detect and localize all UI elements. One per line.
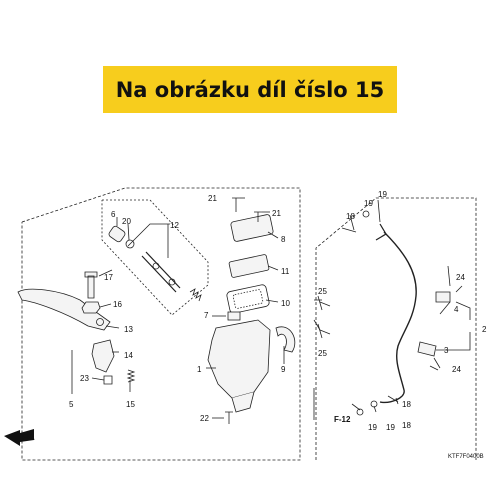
washer-c bbox=[356, 408, 364, 416]
callout-2: 2 bbox=[482, 325, 487, 334]
callout-19a: 19 bbox=[364, 199, 373, 208]
callout-12: 12 bbox=[170, 221, 179, 230]
callout-21b: 21 bbox=[272, 209, 281, 218]
diaphragm bbox=[226, 284, 270, 314]
callout-17: 17 bbox=[104, 273, 113, 282]
piston bbox=[141, 251, 181, 293]
figure-code: KTF7F0400B bbox=[448, 454, 484, 460]
callout-15: 15 bbox=[126, 400, 135, 409]
callout-1: 1 bbox=[197, 365, 202, 374]
oil-bolt-b bbox=[387, 395, 399, 403]
bolt-25b bbox=[317, 323, 331, 339]
reference-code: F-12 bbox=[334, 415, 351, 424]
circlip bbox=[125, 239, 135, 249]
callout-16: 16 bbox=[113, 300, 122, 309]
bolt-24a bbox=[455, 285, 463, 293]
callout-4: 4 bbox=[454, 305, 459, 314]
left-assembly-frame bbox=[21, 187, 301, 461]
hose-clamp bbox=[417, 341, 437, 357]
right-assembly-frame bbox=[315, 197, 477, 460]
piston-kit-frame bbox=[101, 199, 209, 316]
bolt-25a bbox=[317, 295, 331, 311]
callout-25a: 25 bbox=[318, 287, 327, 296]
mirror-bracket bbox=[275, 326, 296, 353]
piston-boot bbox=[108, 225, 126, 243]
lever-nut bbox=[81, 301, 101, 314]
callout-3: 3 bbox=[444, 346, 449, 355]
brake-switch bbox=[227, 311, 241, 321]
callout-9: 9 bbox=[281, 365, 286, 374]
callout-20: 20 bbox=[122, 217, 131, 226]
callout-14: 14 bbox=[124, 351, 133, 360]
callout-21a: 21 bbox=[208, 194, 217, 203]
callout-25b: 25 bbox=[318, 349, 327, 358]
callout-23: 23 bbox=[80, 374, 89, 383]
callout-11: 11 bbox=[281, 267, 290, 276]
callout-18b: 18 bbox=[402, 400, 411, 409]
callout-19d: 19 bbox=[368, 423, 377, 432]
callout-22: 22 bbox=[200, 414, 209, 423]
screw-22 bbox=[225, 411, 233, 424]
bolt-23 bbox=[103, 375, 113, 385]
reservoir-cap bbox=[230, 214, 274, 242]
callout-6: 6 bbox=[111, 210, 116, 219]
cap-screw-b bbox=[254, 211, 262, 222]
callout-19c: 19 bbox=[386, 423, 395, 432]
callout-24a: 24 bbox=[456, 273, 465, 282]
callout-5: 5 bbox=[69, 400, 74, 409]
callout-7: 7 bbox=[204, 311, 209, 320]
lever-holder bbox=[91, 339, 115, 373]
front-arrow-label: FR. bbox=[22, 433, 35, 442]
callout-19b: 19 bbox=[378, 190, 387, 199]
front-arrow-icon bbox=[4, 429, 34, 446]
hose-guide bbox=[435, 291, 451, 303]
cap-screw-a bbox=[232, 197, 240, 212]
part-number-banner: Na obrázku díl číslo 15 bbox=[103, 66, 397, 113]
callout-8: 8 bbox=[281, 235, 286, 244]
spring bbox=[126, 369, 136, 383]
callout-18c: 18 bbox=[402, 421, 411, 430]
master-cylinder-body bbox=[207, 319, 271, 399]
pivot-bolt bbox=[84, 271, 98, 299]
diaphragm-plate bbox=[228, 254, 270, 278]
oil-bolt-a bbox=[341, 227, 357, 233]
washer-a bbox=[362, 210, 370, 218]
brake-hose bbox=[379, 231, 417, 404]
callout-18a: 18 bbox=[346, 212, 355, 221]
callout-24b: 24 bbox=[452, 365, 461, 374]
banner-text: Na obrázku díl číslo 15 bbox=[115, 77, 385, 102]
callout-10: 10 bbox=[281, 299, 290, 308]
callout-13: 13 bbox=[124, 325, 133, 334]
bolt-24b bbox=[429, 365, 439, 371]
